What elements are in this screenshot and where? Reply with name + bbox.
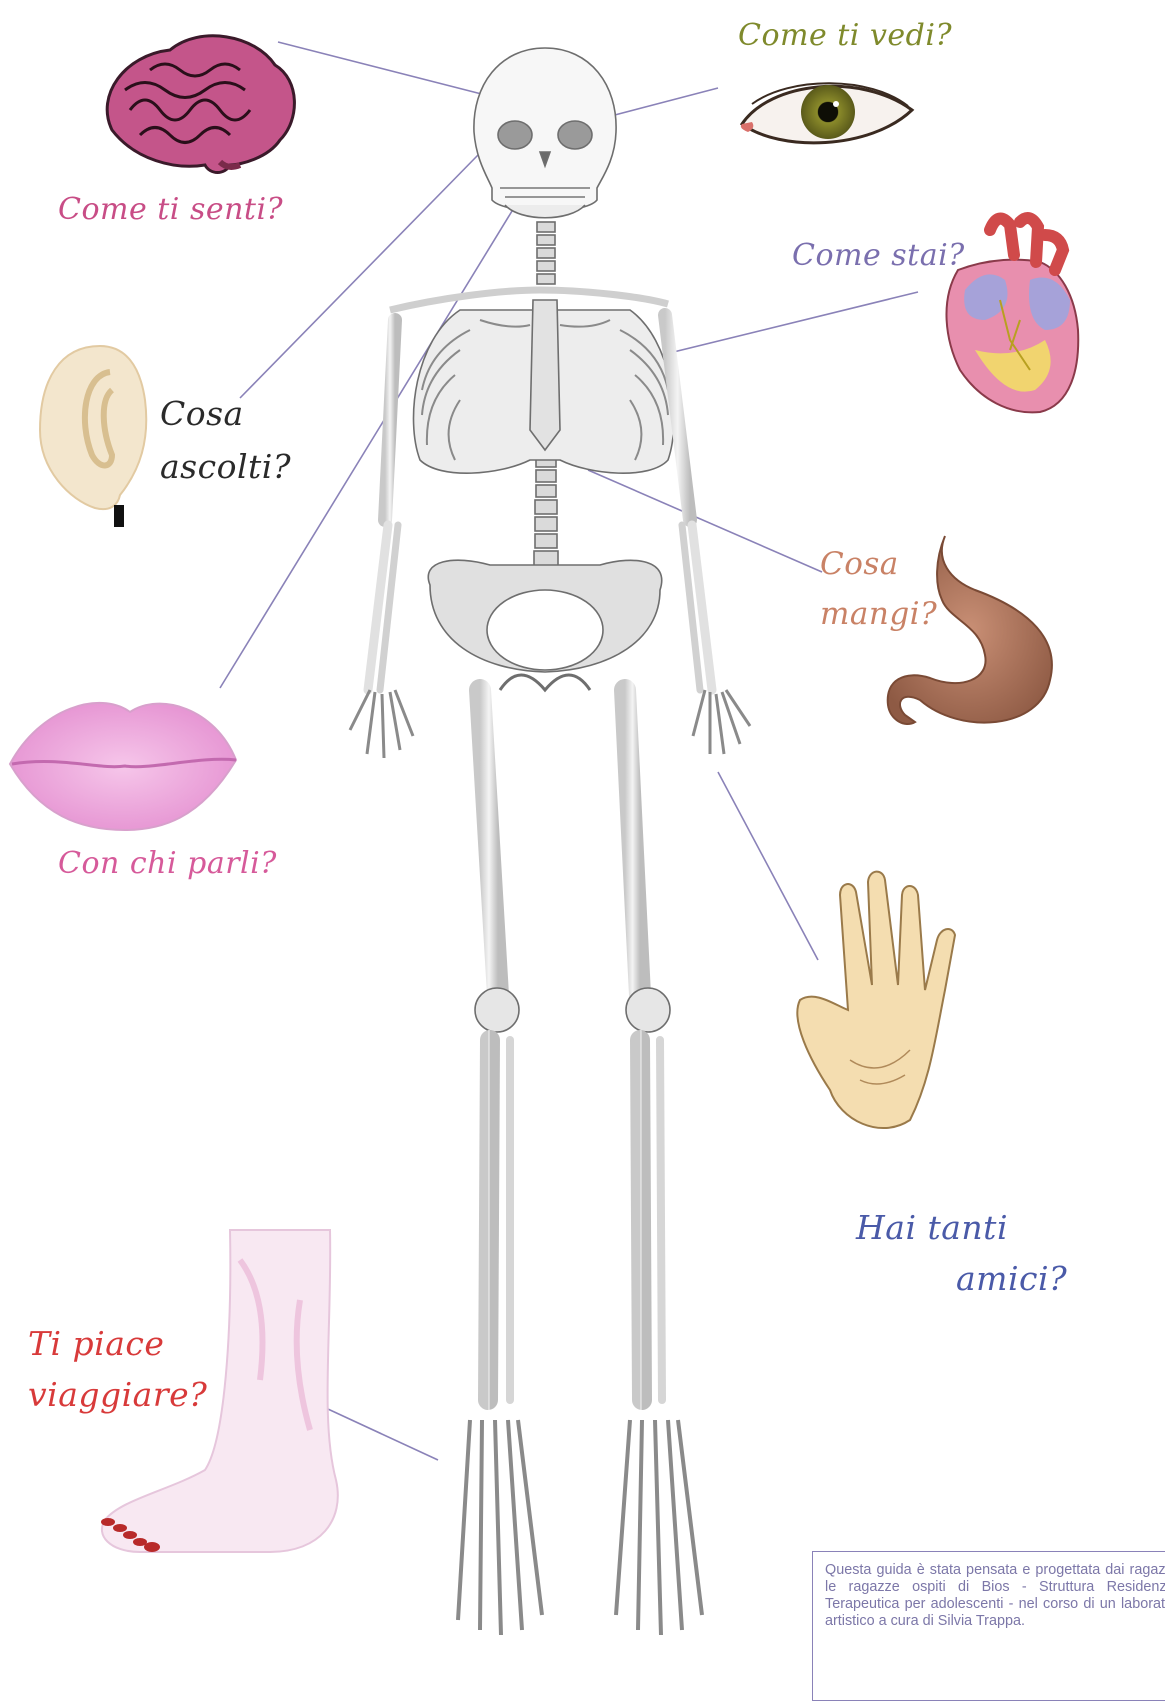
question-heart: Come stai? bbox=[792, 238, 965, 274]
question-lips: Con chi parli? bbox=[58, 846, 277, 882]
question-hand: Hai tanti amici? bbox=[856, 1202, 1116, 1304]
question-eye: Come ti vedi? bbox=[738, 18, 952, 54]
question-ear: Cosa ascolti? bbox=[160, 388, 300, 494]
skeleton-illustration bbox=[350, 48, 750, 1635]
question-hand-line2: amici? bbox=[856, 1253, 1116, 1304]
brain-icon bbox=[107, 36, 294, 173]
question-hand-line1: Hai tanti bbox=[856, 1208, 1008, 1247]
footnote-box: Questa guida è stata pensata e progettat… bbox=[812, 1551, 1165, 1701]
question-foot: Ti piace viaggiare? bbox=[28, 1318, 228, 1420]
question-brain: Come ti senti? bbox=[58, 192, 283, 228]
connector-brain bbox=[278, 42, 505, 100]
connector-hand bbox=[718, 772, 818, 960]
hand-icon bbox=[797, 872, 955, 1128]
ear-icon bbox=[40, 346, 146, 527]
question-stomach: Cosa mangi? bbox=[820, 540, 950, 639]
eye-icon bbox=[741, 83, 912, 143]
lips-icon bbox=[10, 703, 236, 830]
heart-icon bbox=[946, 218, 1078, 412]
connector-stomach bbox=[588, 470, 822, 572]
